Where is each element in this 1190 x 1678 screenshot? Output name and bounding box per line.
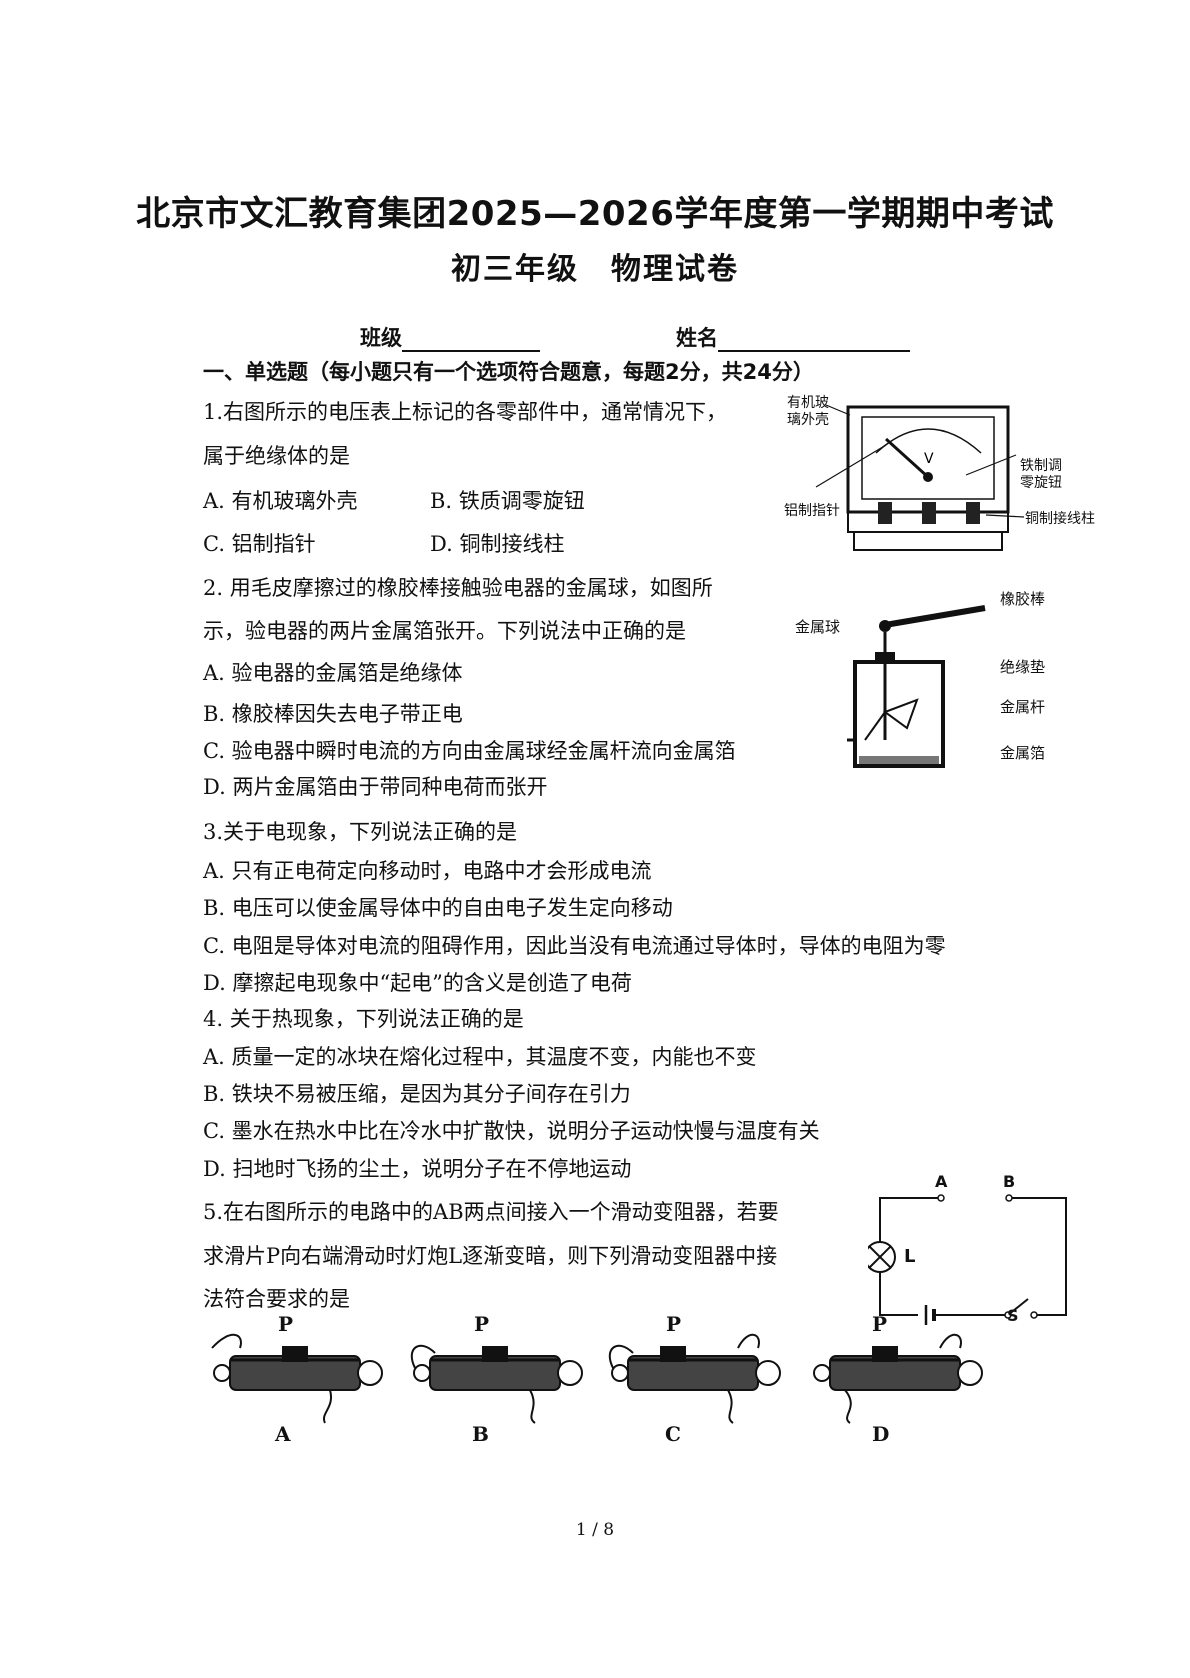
terminal-2 (922, 502, 936, 524)
q3-option-b: B. 电压可以使金属导体中的自由电子发生定向移动 (203, 896, 673, 920)
q2-option-d: D. 两片金属箔由于带同种电荷而张开 (203, 775, 548, 799)
class-label: 班级 (360, 326, 402, 350)
slider-label-d: P (872, 1312, 888, 1336)
rheostat-label-b: B (472, 1422, 489, 1446)
circuit-label-l: L (904, 1246, 916, 1267)
page-number: 1 / 8 (575, 1520, 615, 1540)
name-blank (718, 328, 910, 352)
exam-subtitle: 初三年级 物理试卷 (451, 252, 739, 287)
zero-adjust-knob (923, 472, 933, 482)
voltmeter-dial (861, 416, 995, 500)
label-copper-terminal: 铜制接线柱 (1025, 511, 1095, 527)
q4-option-d: D. 扫地时飞扬的尘土，说明分子在不停地运动 (203, 1157, 632, 1181)
insulating-pad (875, 652, 895, 660)
label-rubber-rod: 橡胶棒 (1000, 590, 1046, 608)
q1-option-c: C. 铝制指针 (203, 532, 316, 556)
rubber-rod (884, 605, 986, 628)
q1-option-b: B. 铁质调零旋钮 (430, 489, 585, 513)
rheostat-c-drawing (608, 1333, 781, 1424)
voltmeter-pointer (884, 437, 930, 479)
electroscope-floor (859, 756, 939, 764)
slider-p (282, 1346, 308, 1362)
slider-label-c: P (666, 1312, 682, 1336)
q4-option-b: B. 铁块不易被压缩，是因为其分子间存在引力 (203, 1082, 631, 1106)
q2-stem-line2: 示，验电器的两片金属箔张开。下列说法中正确的是 (203, 619, 686, 643)
q1-option-d: D. 铜制接线柱 (430, 532, 565, 556)
circuit-label-a: A (935, 1172, 948, 1191)
rheostat-b-drawing (410, 1344, 583, 1424)
q4-option-a: A. 质量一定的冰块在熔化过程中，其温度不变，内能也不变 (203, 1045, 757, 1069)
rheostat-label-d: D (872, 1422, 890, 1446)
rheostat-c (598, 1328, 798, 1432)
voltmeter-stand (853, 531, 1003, 551)
terminal-3 (966, 502, 980, 524)
label-metal-rod: 金属杆 (1000, 698, 1046, 716)
circuit-figure (868, 1194, 1067, 1325)
q1-option-a: A. 有机玻璃外壳 (203, 489, 358, 513)
label-metal-foil: 金属箔 (1000, 744, 1046, 762)
q5-stem-line2: 求滑片P向右端滑动时灯炮L逐渐变暗，则下列滑动变阻器中接 (203, 1244, 778, 1268)
slider-p (872, 1346, 898, 1362)
q1-stem-line1: 1.右图所示的电压表上标记的各零部件中，通常情况下， (203, 400, 728, 424)
label-plexiglass-1: 有机玻 (787, 395, 829, 411)
rheostat-label-a: A (275, 1422, 291, 1446)
label-aluminum-pointer: 铝制指针 (784, 503, 840, 519)
label-insulating-pad: 绝缘垫 (1000, 658, 1046, 676)
voltmeter-figure: V (815, 404, 1025, 551)
name-label: 姓名 (676, 326, 718, 350)
label-iron-knob-2: 零旋钮 (1020, 475, 1062, 491)
q1-stem-line2: 属于绝缘体的是 (203, 444, 350, 468)
rheostat-a-drawing (211, 1333, 383, 1424)
slider-label-b: P (474, 1312, 490, 1336)
svg-text:V: V (924, 451, 934, 467)
label-metal-ball: 金属球 (795, 618, 841, 636)
electroscope-box (853, 660, 945, 768)
metal-foils (882, 698, 919, 730)
circuit-label-b: B (1003, 1172, 1016, 1191)
q3-option-d: D. 摩擦起电现象中“起电”的含义是创造了电荷 (203, 971, 632, 995)
slider-p (482, 1346, 508, 1362)
circuit-right-wire (1012, 1197, 1067, 1316)
label-plexiglass-2: 璃外壳 (787, 412, 829, 428)
rheostat-d (800, 1328, 1000, 1432)
q4-stem: 4. 关于热现象，下列说法正确的是 (203, 1007, 524, 1031)
q3-option-a: A. 只有正电荷定向移动时，电路中才会形成电流 (203, 859, 652, 883)
class-field: 班级 (360, 322, 540, 352)
rheostat-label-c: C (665, 1422, 681, 1446)
metal-ball (879, 620, 891, 632)
switch-blade (1007, 1298, 1029, 1316)
q2-option-a: A. 验电器的金属箔是绝缘体 (203, 661, 463, 685)
terminal-b (1005, 1194, 1013, 1202)
electroscope-figure (847, 605, 986, 768)
q3-stem: 3.关于电现象，下列说法正确的是 (203, 820, 518, 844)
q5-stem-line3: 法符合要求的是 (203, 1287, 350, 1311)
rheostat-d-drawing (813, 1333, 983, 1424)
circuit-label-s: S (1007, 1306, 1019, 1325)
q2-option-c: C. 验电器中瞬时电流的方向由金属球经金属杆流向金属箔 (203, 739, 736, 763)
rheostat-b (400, 1328, 600, 1432)
slider-p (660, 1346, 686, 1362)
exam-title: 北京市文汇教育集团2025—2026学年度第一学期期中考试 (136, 194, 1054, 234)
rheostat-a (200, 1328, 400, 1432)
terminal-1 (878, 502, 892, 524)
q2-option-b: B. 橡胶棒因失去电子带正电 (203, 702, 463, 726)
label-iron-knob-1: 铁制调 (1020, 458, 1062, 474)
name-field: 姓名 (676, 322, 910, 352)
q4-option-c: C. 墨水在热水中比在冷水中扩散快，说明分子运动快慢与温度有关 (203, 1119, 820, 1143)
class-blank (402, 328, 540, 352)
slider-label-a: P (278, 1312, 294, 1336)
q2-stem-line1: 2. 用毛皮摩擦过的橡胶棒接触验电器的金属球，如图所 (203, 576, 713, 600)
voltmeter-scale (875, 428, 982, 454)
terminal-a (937, 1194, 945, 1202)
q5-stem-line1: 5.在右图所示的电路中的AB两点间接入一个滑动变阻器，若要 (203, 1200, 779, 1224)
q3-option-c: C. 电阻是导体对电流的阻碍作用，因此当没有电流通过导体时，导体的电阻为零 (203, 934, 946, 958)
section-heading: 一、单选题（每小题只有一个选项符合题意，每题2分，共24分） (203, 360, 814, 384)
